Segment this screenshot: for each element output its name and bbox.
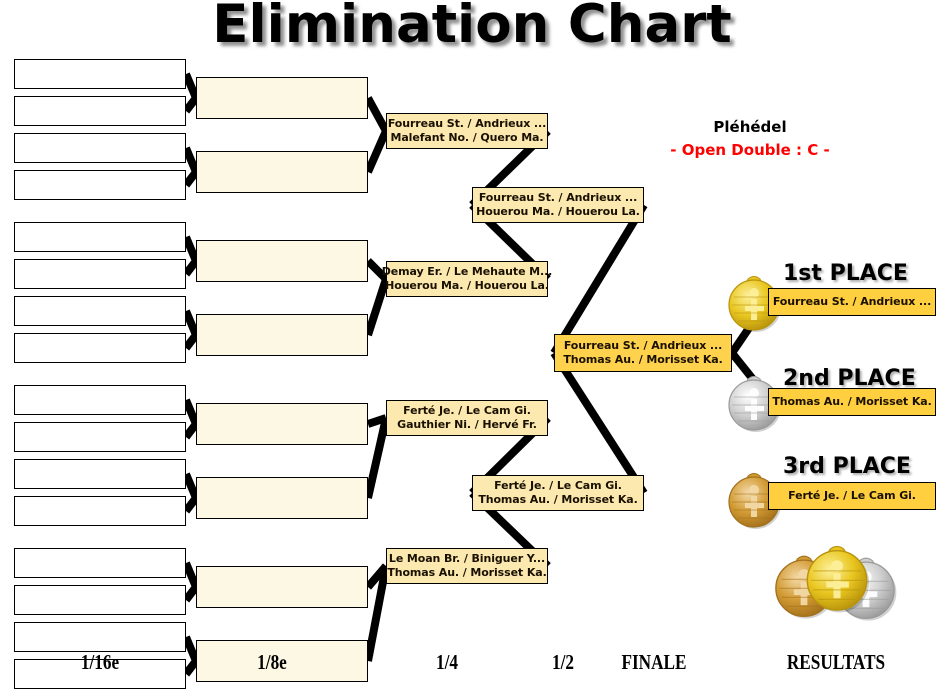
match-box-final[interactable]: Fourreau St. / Andrieux ...Thomas Au. / … bbox=[554, 334, 732, 372]
connector-line bbox=[182, 72, 200, 100]
match-box-r16-1[interactable] bbox=[14, 59, 186, 89]
match-box-r16-15[interactable] bbox=[14, 622, 186, 652]
place-label-3: 3rd PLACE bbox=[783, 454, 911, 479]
event-location: Pléhédel bbox=[713, 118, 787, 136]
connector-line bbox=[182, 561, 200, 589]
match-box-r16-7[interactable] bbox=[14, 296, 186, 326]
match-team-bottom: Gauthier Ni. / Hervé Fr. bbox=[397, 418, 537, 431]
match-team-top: Ferté Je. / Le Cam Gi. bbox=[494, 479, 622, 492]
connector-line bbox=[182, 584, 200, 603]
connector-line bbox=[366, 414, 388, 428]
connector-line bbox=[182, 309, 200, 337]
connector-line bbox=[182, 235, 200, 263]
match-team-top: Le Moan Br. / Biniguer Y... bbox=[388, 552, 546, 565]
connector-line bbox=[550, 350, 648, 496]
match-box-r8-8[interactable] bbox=[196, 640, 368, 682]
match-box-r16-12[interactable] bbox=[14, 496, 186, 526]
page-title: Elimination Chart bbox=[212, 0, 732, 55]
match-box-r16-6[interactable] bbox=[14, 259, 186, 289]
match-box-r16-9[interactable] bbox=[14, 385, 186, 415]
winner-box-3[interactable]: Ferté Je. / Le Cam Gi. bbox=[768, 482, 936, 510]
round-label-r4: 1/4 bbox=[435, 650, 459, 674]
match-team-bottom: Thomas Au. / Morisset Ka. bbox=[478, 493, 638, 506]
match-box-r16-5[interactable] bbox=[14, 222, 186, 252]
connector-line bbox=[182, 495, 200, 514]
connector-line bbox=[182, 635, 200, 663]
connector-line bbox=[364, 96, 390, 133]
match-box-r16-4[interactable] bbox=[14, 170, 186, 200]
connector-line bbox=[182, 421, 200, 440]
place-label-1: 1st PLACE bbox=[783, 261, 908, 286]
match-box-r8-7[interactable] bbox=[196, 566, 368, 608]
match-team-top: Fourreau St. / Andrieux ... bbox=[478, 191, 638, 204]
match-team-top: Demay Er. / Le Mehaute M... bbox=[381, 265, 553, 278]
connector-line bbox=[182, 258, 200, 277]
event-category: - Open Double : C - bbox=[670, 141, 830, 159]
connector-line bbox=[182, 472, 200, 500]
gold-medal-icon bbox=[806, 545, 870, 613]
connector-line bbox=[182, 146, 200, 174]
match-team-top: Fourreau St. / Andrieux ... bbox=[772, 295, 932, 308]
connector-line bbox=[364, 417, 390, 499]
round-label-r16: 1/16e bbox=[80, 650, 120, 674]
match-team-top: Fourreau St. / Andrieux ... bbox=[387, 117, 547, 130]
match-box-r8-6[interactable] bbox=[196, 477, 368, 519]
match-box-semifinal-1[interactable]: Fourreau St. / Andrieux ...Houerou Ma. /… bbox=[472, 187, 644, 223]
match-box-r8-5[interactable] bbox=[196, 403, 368, 445]
place-label-2: 2nd PLACE bbox=[783, 366, 916, 391]
match-box-r16-11[interactable] bbox=[14, 459, 186, 489]
match-team-bottom: Houerou Ma. / Houerou La. bbox=[385, 279, 549, 292]
connector-line bbox=[364, 277, 390, 337]
match-box-r16-8[interactable] bbox=[14, 333, 186, 363]
connector-line bbox=[182, 169, 200, 188]
connector-line bbox=[182, 658, 200, 677]
connector-line bbox=[182, 398, 200, 426]
winner-box-1[interactable]: Fourreau St. / Andrieux ... bbox=[768, 288, 936, 316]
match-box-quarterfinal-1[interactable]: Fourreau St. / Andrieux ...Malefant No. … bbox=[386, 113, 548, 149]
match-box-r8-3[interactable] bbox=[196, 240, 368, 282]
match-team-top: Fourreau St. / Andrieux ... bbox=[563, 339, 723, 352]
match-box-r8-2[interactable] bbox=[196, 151, 368, 193]
match-team-top: Ferté Je. / Le Cam Gi. bbox=[788, 489, 916, 502]
connector-line bbox=[182, 95, 200, 114]
match-box-r16-14[interactable] bbox=[14, 585, 186, 615]
match-box-r8-4[interactable] bbox=[196, 314, 368, 356]
match-team-top: Thomas Au. / Morisset Ka. bbox=[772, 395, 932, 408]
match-box-r16-13[interactable] bbox=[14, 548, 186, 578]
match-box-quarterfinal-2[interactable]: Demay Er. / Le Mehaute M...Houerou Ma. /… bbox=[382, 261, 552, 297]
connector-line bbox=[550, 202, 648, 356]
match-box-semifinal-2[interactable]: Ferté Je. / Le Cam Gi.Thomas Au. / Moris… bbox=[472, 475, 644, 511]
match-box-r16-2[interactable] bbox=[14, 96, 186, 126]
match-box-r16-10[interactable] bbox=[14, 422, 186, 452]
connector-line bbox=[364, 129, 390, 174]
match-box-quarterfinal-3[interactable]: Ferté Je. / Le Cam Gi.Gauthier Ni. / Her… bbox=[386, 400, 548, 436]
match-team-bottom: Malefant No. / Quero Ma. bbox=[390, 131, 544, 144]
round-label-results: RESULTATS bbox=[786, 650, 886, 674]
match-team-top: Ferté Je. / Le Cam Gi. bbox=[403, 404, 531, 417]
round-label-r8: 1/8e bbox=[257, 650, 287, 674]
match-box-r16-16[interactable] bbox=[14, 659, 186, 689]
round-label-final: FINALE bbox=[621, 650, 687, 674]
winner-box-2[interactable]: Thomas Au. / Morisset Ka. bbox=[768, 388, 936, 416]
connector-line bbox=[364, 565, 390, 662]
match-team-bottom: Thomas Au. / Morisset Ka. bbox=[563, 353, 723, 366]
connector-line bbox=[182, 332, 200, 351]
three-medals-icon bbox=[768, 540, 918, 632]
match-box-r16-3[interactable] bbox=[14, 133, 186, 163]
match-team-bottom: Houerou Ma. / Houerou La. bbox=[476, 205, 640, 218]
round-label-r2: 1/2 bbox=[551, 650, 575, 674]
match-team-bottom: Thomas Au. / Morisset Ka. bbox=[387, 566, 547, 579]
match-box-r8-1[interactable] bbox=[196, 77, 368, 119]
match-box-quarterfinal-4[interactable]: Le Moan Br. / Biniguer Y...Thomas Au. / … bbox=[386, 548, 548, 584]
connector-line bbox=[364, 563, 390, 590]
